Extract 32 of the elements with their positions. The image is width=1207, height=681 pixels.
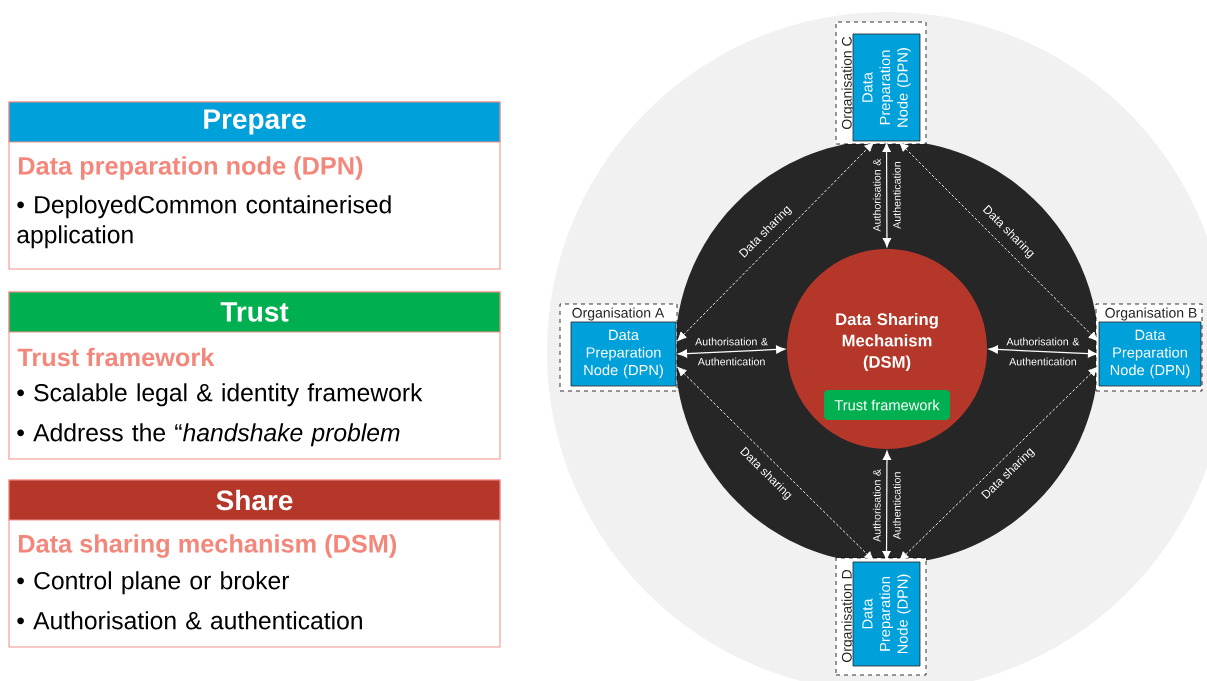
panel-subheading: Data preparation node (DPN) — [18, 156, 363, 180]
panel-header: Share — [8, 479, 501, 521]
arrow — [677, 345, 786, 358]
dpn-box: Data Preparation Node (DPN) — [570, 321, 677, 387]
organisation-label: Organisation B — [1105, 307, 1197, 321]
arrow — [899, 142, 1098, 342]
bullet-text: • Control plane or broker — [17, 571, 290, 595]
dpn-box: Data Preparation Node (DPN) — [852, 33, 921, 142]
dpn-box: Data Preparation Node (DPN) — [852, 561, 921, 667]
arrow — [677, 142, 874, 342]
arrow — [988, 345, 1098, 358]
arrow — [882, 450, 892, 561]
organisation-label: Organisation C — [841, 36, 855, 129]
edge-label: Authorisation & Authentication — [1006, 337, 1080, 366]
organisation-label: Organisation D — [841, 570, 855, 662]
bullet-text: • Address the “handshake problem — [17, 423, 400, 447]
arrow — [899, 366, 1098, 561]
arrow — [677, 366, 874, 561]
framework-box: Trust framework — [824, 390, 950, 420]
organisation-label: Organisation A — [572, 307, 665, 321]
panel-header: Trust — [8, 291, 501, 333]
edge-label: Authorisation & Authentication — [695, 337, 768, 366]
panel-subheading: Data sharing mechanism (DSM) — [18, 534, 397, 558]
bullet-text: • Scalable legal & identity framework — [17, 383, 423, 407]
edge-label: Authorisation & Authentication — [872, 469, 901, 542]
panel-subheading: Trust framework — [17, 347, 215, 367]
panel-header: Prepare — [8, 101, 501, 143]
arrow — [882, 142, 892, 248]
bullet-text: • DeployedCommon containerised application — [17, 195, 391, 249]
bullet-text: • Authorisation & authentication — [17, 611, 362, 630]
edge-label: Authorisation & Authentication — [872, 158, 901, 232]
dpn-box: Data Preparation Node (DPN) — [1098, 321, 1202, 387]
